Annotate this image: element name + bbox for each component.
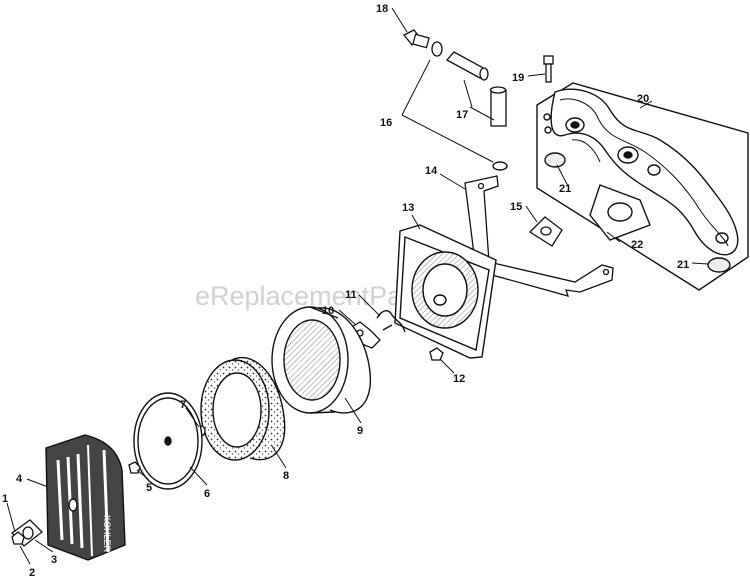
callout-10: 10 xyxy=(322,305,334,317)
callout-5: 5 xyxy=(146,482,152,494)
part-15-gasket xyxy=(528,216,563,247)
callout-14: 14 xyxy=(425,165,438,177)
callouts: 1 2 3 4 5 6 7 8 9 10 11 12 13 14 15 16 1… xyxy=(2,3,689,579)
part-14-bracket xyxy=(464,175,614,297)
callout-11: 11 xyxy=(345,289,357,301)
callout-19: 19 xyxy=(512,72,524,84)
part-13-base-plate xyxy=(394,224,497,359)
callout-1: 1 xyxy=(2,493,8,505)
part-4-air-cleaner-cover: KOHLER xyxy=(45,434,126,561)
callout-17: 17 xyxy=(456,109,468,121)
part-18-fitting xyxy=(402,29,443,57)
callout-2: 2 xyxy=(29,567,35,579)
part-2-nut xyxy=(11,531,25,545)
part-20-manifold-panel xyxy=(536,82,749,291)
callout-20: 20 xyxy=(637,93,649,105)
callout-9: 9 xyxy=(357,425,363,437)
callout-18: 18 xyxy=(376,3,388,15)
callout-16: 16 xyxy=(380,117,392,129)
callout-21-lower: 21 xyxy=(677,259,689,271)
callout-6: 6 xyxy=(204,488,210,500)
part-19-bolt xyxy=(543,55,554,83)
part-16-clamp xyxy=(492,161,508,171)
callout-4: 4 xyxy=(16,473,23,485)
part-12-nut xyxy=(429,347,444,361)
part-11-clip xyxy=(376,310,406,333)
callout-7: 7 xyxy=(180,399,186,411)
part-9-outer-element xyxy=(271,306,372,414)
leader-lines xyxy=(6,7,709,565)
callout-12: 12 xyxy=(453,373,465,385)
part-8-foam-element xyxy=(200,356,286,461)
part-17-hose xyxy=(445,51,507,127)
callout-21-upper: 21 xyxy=(559,183,571,195)
cover-lettering: KOHLER xyxy=(102,515,112,553)
callout-3: 3 xyxy=(51,554,57,566)
callout-8: 8 xyxy=(283,470,289,482)
callout-22: 22 xyxy=(631,239,643,251)
part-6-element-cover xyxy=(133,392,203,490)
callout-15: 15 xyxy=(510,201,522,213)
callout-13: 13 xyxy=(402,202,414,214)
